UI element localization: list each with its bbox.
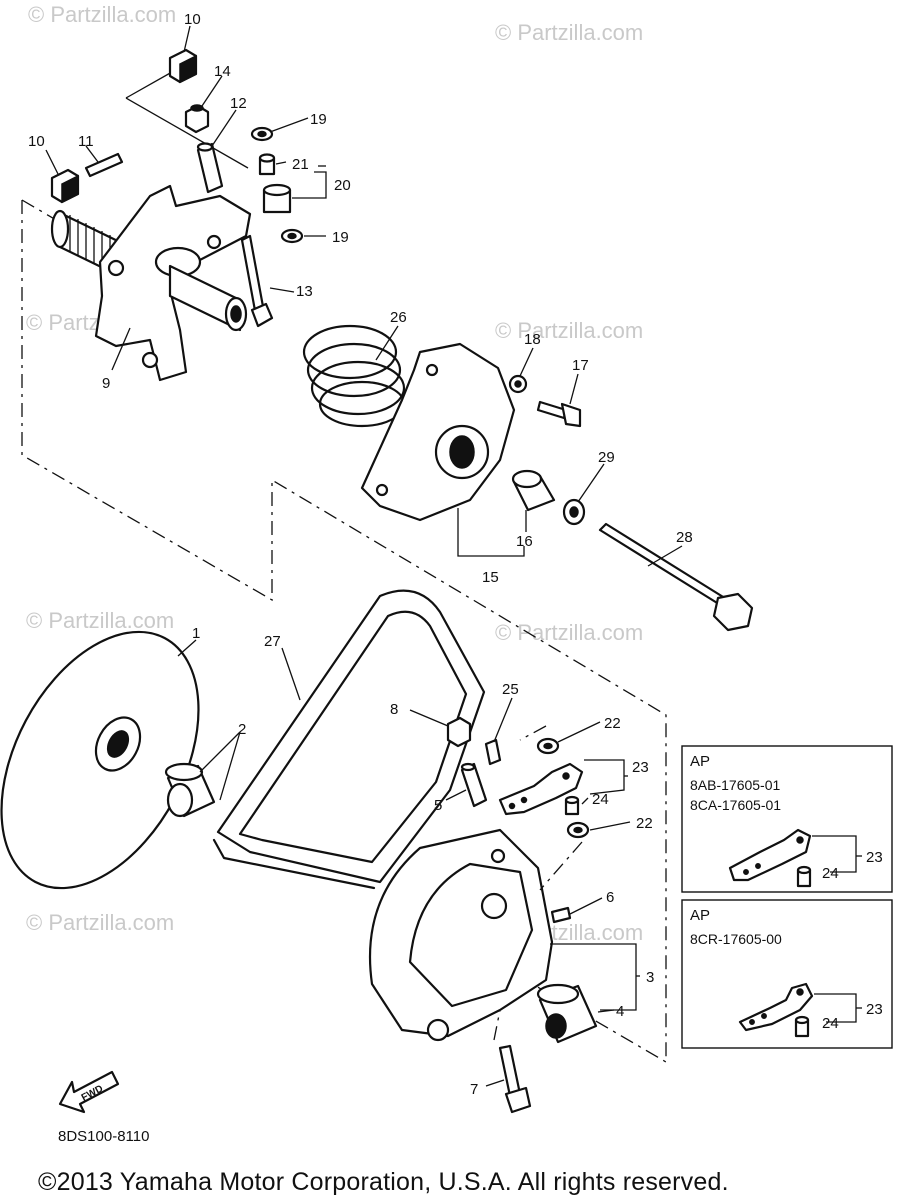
bushing-part-22	[536, 737, 560, 755]
leader-lines	[45, 25, 683, 1087]
bushing-part-22	[566, 821, 590, 839]
v-belt-part-27	[212, 589, 486, 890]
callout-10: 10	[184, 11, 201, 28]
bolt-part-17	[536, 400, 582, 428]
ap-heading: AP	[690, 907, 710, 924]
callout-1: 1	[192, 625, 200, 642]
callout-25: 25	[502, 681, 519, 698]
ap-callout-23: 23	[866, 849, 883, 866]
spider-shaft-part-9	[50, 184, 252, 382]
watermark: © Partzilla.com	[495, 318, 643, 343]
watermark: © Partzilla.com	[495, 620, 643, 645]
set-screw-part-6	[550, 906, 572, 924]
callout-7: 7	[470, 1081, 478, 1098]
callout-3: 3	[646, 969, 654, 986]
callout-9: 9	[102, 375, 110, 392]
weight-arm-part-23	[498, 762, 584, 816]
callout-11: 11	[78, 133, 94, 150]
callout-14: 14	[214, 63, 231, 80]
nut-part-8	[446, 716, 472, 748]
callout-22: 22	[604, 715, 621, 732]
ap-heading: AP	[690, 753, 710, 770]
ap-part-code: 8AB-17605-01	[690, 777, 781, 793]
callout-29: 29	[598, 449, 615, 466]
callout-10: 10	[28, 133, 45, 150]
roller-part-24	[564, 795, 580, 816]
callout-17: 17	[572, 357, 589, 374]
callout-18: 18	[524, 331, 541, 348]
cover-plate-part-15	[360, 342, 516, 522]
callout-16: 16	[516, 533, 533, 550]
callout-27: 27	[264, 633, 281, 650]
roller-pin-part-11	[84, 152, 124, 178]
callout-4: 4	[616, 1003, 624, 1020]
forward-arrow-icon: FWD	[58, 1070, 120, 1114]
ap-box-2: AP 8CR-17605-00 23 24	[681, 899, 893, 1049]
pin-part-25	[484, 738, 502, 766]
watermark: © Partzilla.com	[26, 910, 174, 935]
ap-part-code: 8CA-17605-01	[690, 797, 781, 813]
callout-2: 2	[238, 721, 246, 738]
watermark: © Partzilla.com	[495, 20, 643, 45]
pin-part-12	[196, 142, 224, 194]
ap-part-code: 8CR-17605-00	[690, 931, 782, 947]
callout-24: 24	[592, 791, 609, 808]
bushing-part-16	[511, 469, 556, 512]
watermark: © Partzilla.com	[28, 2, 176, 27]
callout-12: 12	[230, 95, 247, 112]
bushing-part-4	[536, 983, 598, 1044]
diagram-code: 8DS100-8110	[58, 1128, 150, 1145]
movable-sheave-part-3	[368, 828, 554, 1042]
nut-part-14	[184, 104, 210, 134]
washer-part-18	[508, 374, 528, 394]
washer-part-29	[562, 498, 586, 526]
callout-22: 22	[636, 815, 653, 832]
copyright-notice: ©2013 Yamaha Motor Corporation, U.S.A. A…	[38, 1168, 729, 1196]
ap-callout-23: 23	[866, 1001, 883, 1018]
bushing-part-21	[258, 153, 276, 176]
callout-19: 19	[310, 111, 327, 128]
callout-28: 28	[676, 529, 693, 546]
ap-callout-24: 24	[822, 865, 839, 882]
callout-21: 21	[292, 156, 309, 173]
callout-15: 15	[482, 569, 499, 586]
fixed-sheave-part-1	[0, 630, 200, 890]
bolt-part-7	[498, 1044, 532, 1114]
collar-part-20	[262, 183, 292, 214]
callout-19: 19	[332, 229, 349, 246]
callout-26: 26	[390, 309, 407, 326]
washer-part-19	[250, 126, 274, 142]
ap-box-1: AP 8AB-17605-01 8CA-17605-01 23 24	[681, 745, 893, 893]
callout-23: 23	[632, 759, 649, 776]
bolt-part-13	[240, 234, 274, 328]
pin-part-5	[460, 762, 488, 808]
callout-8: 8	[390, 701, 398, 718]
watermark: © Partzilla.com	[26, 608, 174, 633]
ap-callout-24: 24	[822, 1015, 839, 1032]
callout-labels: 10 14 12 10 11 19 21 20 19 13 9 26 18 17…	[28, 11, 693, 1098]
washer-part-19	[280, 228, 304, 244]
weight-block-part-10	[50, 168, 80, 204]
bushing-part-2	[164, 762, 216, 818]
callout-13: 13	[296, 283, 313, 300]
callout-5: 5	[434, 797, 442, 814]
long-bolt-part-28	[598, 522, 754, 632]
callout-6: 6	[606, 889, 614, 906]
callout-20: 20	[334, 177, 351, 194]
weight-block-part-10	[168, 48, 198, 84]
